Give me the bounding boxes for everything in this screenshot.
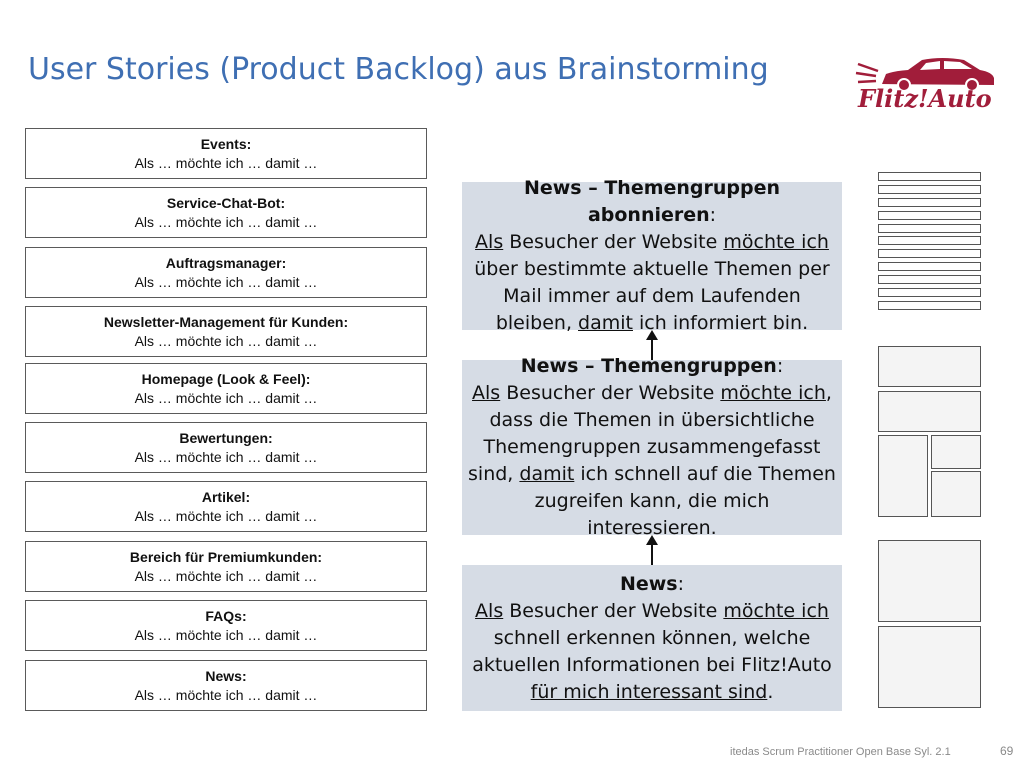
story-homepage: Homepage (Look & Feel): Als … möchte ich… <box>25 363 427 414</box>
story-news: News: Als … möchte ich … damit … <box>25 660 427 711</box>
card-moechte: möchte ich <box>723 231 829 253</box>
wireframe-line <box>878 236 981 246</box>
story-text: Als … möchte ich … damit … <box>134 686 318 703</box>
arrow-up-icon <box>646 330 658 360</box>
wireframe-block <box>878 346 981 387</box>
slide-title: User Stories (Product Backlog) aus Brain… <box>28 52 769 87</box>
story-name: Homepage (Look & Feel): <box>141 370 311 387</box>
story-bewertungen: Bewertungen: Als … möchte ich … damit … <box>25 422 427 473</box>
card-colon: : <box>776 355 784 377</box>
story-name: Newsletter-Management für Kunden: <box>103 313 349 330</box>
card-themengruppen-abonnieren: News – Themengruppen abonnieren: Als Bes… <box>462 177 842 334</box>
story-name: Bewertungen: <box>179 429 273 446</box>
card-damit: damit <box>578 312 633 334</box>
footer-text: itedas Scrum Practitioner Open Base Syl.… <box>730 746 951 758</box>
story-name: Artikel: <box>201 488 251 505</box>
flitz-auto-logo: Flitz!Auto <box>852 54 998 122</box>
story-text: Als … möchte ich … damit … <box>134 389 318 406</box>
wireframe-line <box>878 184 981 194</box>
story-name: Bereich für Premiumkunden: <box>129 548 323 565</box>
wireframe-line <box>878 197 981 207</box>
story-text: Als … möchte ich … damit … <box>134 273 318 290</box>
page-number: 69 <box>1000 744 1014 758</box>
card-als: Als <box>475 599 504 622</box>
wireframe-line <box>878 249 981 259</box>
card-text: . <box>767 680 774 703</box>
card-text: ich schnell auf die Themen zugreifen kan… <box>534 463 836 539</box>
card-colon: : <box>677 572 685 595</box>
wireframe-line <box>878 288 981 298</box>
card-damit: damit <box>519 463 575 485</box>
story-text: Als … möchte ich … damit … <box>134 507 318 524</box>
card-title: News <box>619 572 678 595</box>
card-colon: : <box>709 204 717 226</box>
card-als: Als <box>472 382 501 404</box>
wireframe-block <box>878 540 981 622</box>
story-name: Events: <box>200 135 252 152</box>
story-artikel: Artikel: Als … möchte ich … damit … <box>25 481 427 532</box>
card-text: , dass die Themen in übersichtliche Them… <box>468 382 832 485</box>
wireframe-line <box>878 300 981 310</box>
logo-text: Flitz!Auto <box>858 84 992 113</box>
wireframe-line <box>878 223 981 233</box>
wireframe-line <box>878 262 981 272</box>
story-name: Auftragsmanager: <box>165 254 287 271</box>
card-title: News – Themengruppen <box>520 355 777 377</box>
story-newsletter-management: Newsletter-Management für Kunden: Als … … <box>25 306 427 357</box>
wireframe-block <box>878 435 928 517</box>
card-text: Besucher der Website <box>500 382 721 404</box>
car-icon <box>855 58 994 92</box>
wireframe-block <box>878 391 981 432</box>
story-service-chat-bot: Service-Chat-Bot: Als … möchte ich … dam… <box>25 187 427 238</box>
story-faqs: FAQs: Als … möchte ich … damit … <box>25 600 427 651</box>
story-auftragsmanager: Auftragsmanager: Als … möchte ich … dami… <box>25 247 427 298</box>
wireframe-line <box>878 172 981 181</box>
card-moechte: möchte ich <box>720 382 826 404</box>
card-text: Besucher der Website <box>503 231 724 253</box>
card-text: über bestimmte aktuelle Themen per Mail … <box>474 258 830 334</box>
card-moechte: möchte ich <box>723 599 829 622</box>
story-text: Als … möchte ich … damit … <box>134 332 318 349</box>
arrow-up-icon <box>646 535 658 565</box>
story-name: Service-Chat-Bot: <box>166 194 286 211</box>
card-title: News – Themengruppen abonnieren <box>523 177 781 226</box>
story-text: Als … möchte ich … damit … <box>134 448 318 465</box>
card-interessant: für mich interessant sind <box>530 680 768 703</box>
card-text: Besucher der Website <box>503 599 724 622</box>
card-text: ich informiert bin. <box>632 312 809 334</box>
wireframe-block <box>931 435 981 469</box>
card-themengruppen: News – Themengruppen: Als Besucher der W… <box>462 355 842 539</box>
story-text: Als … möchte ich … damit … <box>134 567 318 584</box>
story-text: Als … möchte ich … damit … <box>134 213 318 230</box>
wireframe-line <box>878 275 981 285</box>
wireframe-news-list <box>878 172 981 314</box>
story-text: Als … möchte ich … damit … <box>134 154 318 171</box>
story-events: Events: Als … möchte ich … damit … <box>25 128 427 179</box>
story-premiumkunden: Bereich für Premiumkunden: Als … möchte … <box>25 541 427 592</box>
story-text: Als … möchte ich … damit … <box>134 626 318 643</box>
story-name: News: <box>205 667 247 684</box>
card-als: Als <box>475 231 504 253</box>
card-news: News: Als Besucher der Website möchte ic… <box>462 565 842 711</box>
card-text: schnell erkennen können, welche aktuelle… <box>472 626 832 676</box>
wireframe-block <box>878 626 981 708</box>
story-name: FAQs: <box>205 607 247 624</box>
wireframe-block <box>931 471 981 517</box>
wireframe-line <box>878 210 981 220</box>
